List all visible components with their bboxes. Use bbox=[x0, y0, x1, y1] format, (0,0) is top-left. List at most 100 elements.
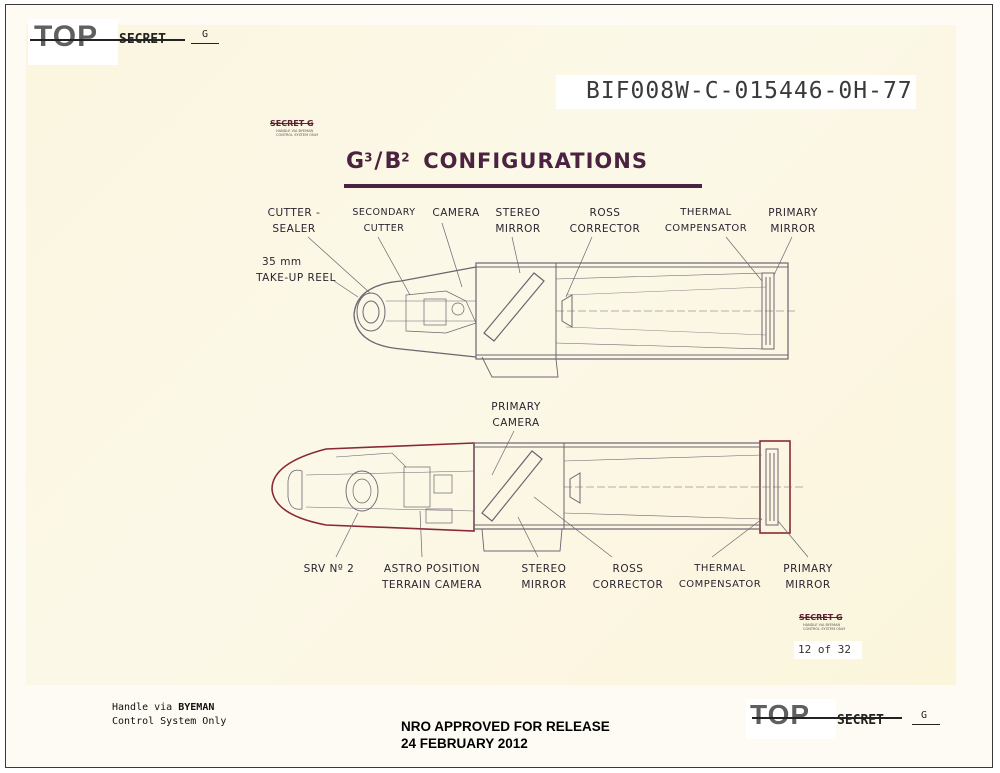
top-ross-corrector bbox=[561, 294, 573, 328]
title-g-exponent: 3 bbox=[364, 150, 373, 165]
bottom-classification-secret-word: SECRET bbox=[837, 713, 884, 728]
label-line: 35 mm bbox=[262, 256, 302, 268]
fineprint-line: HANDLE VIA BYEMAN bbox=[803, 623, 841, 627]
label-line: SRV Nº 2 bbox=[303, 563, 355, 575]
top-barrel bbox=[475, 262, 789, 360]
label-primary-mirror-bottom: PRIMARY MIRROR bbox=[770, 561, 846, 593]
label-ross-corrector-top: ROSS CORRECTOR bbox=[562, 205, 648, 237]
release-statement: NRO APPROVED FOR RELEASE 24 FEBRUARY 201… bbox=[401, 718, 610, 752]
fineprint-line: HANDLE VIA BYEMAN bbox=[276, 129, 314, 133]
top-classification-box bbox=[28, 19, 118, 65]
document-page: TOP SECRET G BIF008W-C-015446-0H-77 SECR… bbox=[5, 4, 993, 768]
title-b-exponent: 2 bbox=[401, 150, 410, 165]
bottom-classification-box bbox=[746, 699, 836, 739]
document-id: BIF008W-C-015446-0H-77 bbox=[586, 78, 913, 104]
label-line: SEALER bbox=[272, 223, 316, 235]
fineprint-line: CONTROL SYSTEM ONLY bbox=[803, 627, 846, 631]
handling-line-2: Control System Only bbox=[112, 716, 227, 727]
label-line: CORRECTOR bbox=[592, 579, 664, 591]
label-line: MIRROR bbox=[495, 223, 541, 235]
small-secret-stamp-bottom: SECRET G bbox=[799, 613, 843, 622]
page-number: 12 of 32 bbox=[798, 643, 851, 656]
handling-prefix: Handle via bbox=[112, 702, 173, 713]
label-line: ROSS bbox=[589, 207, 621, 219]
top-satellite-diagram bbox=[307, 222, 798, 378]
label-line: SECONDARY bbox=[352, 207, 416, 218]
small-stamp-fineprint-top: HANDLE VIA BYEMAN CONTROL SYSTEM ONLY bbox=[276, 129, 336, 137]
takeup-reel bbox=[356, 292, 386, 332]
title-slash: / bbox=[374, 149, 383, 174]
label-secondary-cutter: SECONDARY CUTTER bbox=[344, 205, 424, 237]
srv-nose-outline bbox=[271, 442, 475, 532]
drawing-title: G3/B2 CONFIGURATIONS bbox=[346, 149, 648, 174]
bottom-base-skirt bbox=[481, 528, 563, 552]
top-strike-line bbox=[30, 39, 185, 41]
label-ross-corrector-bottom: ROSS CORRECTOR bbox=[584, 561, 672, 593]
title-b: B bbox=[384, 149, 402, 174]
label-line: CUTTER bbox=[363, 223, 405, 234]
bottom-stereo-mirror bbox=[481, 450, 543, 522]
satellite-drawings bbox=[271, 222, 809, 558]
label-line: COMPENSATOR bbox=[678, 579, 762, 590]
label-line: PRIMARY bbox=[783, 563, 833, 575]
label-primary-mirror-top: PRIMARY MIRROR bbox=[756, 205, 830, 237]
top-classification-top-word: TOP bbox=[34, 20, 99, 53]
label-thermal-compensator-top: THERMAL COMPENSATOR bbox=[656, 205, 756, 237]
title-g: G bbox=[346, 149, 365, 174]
bottom-strike-line bbox=[752, 717, 902, 719]
top-codeword-underline bbox=[191, 43, 219, 44]
label-line: CAMERA bbox=[432, 207, 480, 219]
label-cutter-sealer: CUTTER - SEALER bbox=[254, 205, 334, 237]
label-line: PRIMARY bbox=[768, 207, 818, 219]
label-line: STEREO bbox=[521, 563, 567, 575]
label-line: MIRROR bbox=[770, 223, 816, 235]
release-line-1: NRO APPROVED FOR RELEASE bbox=[401, 719, 610, 734]
top-primary-mirror bbox=[761, 272, 775, 350]
top-classification-codeword: G bbox=[202, 29, 209, 40]
label-line: COMPENSATOR bbox=[664, 223, 748, 234]
label-stereo-mirror-bottom: STEREO MIRROR bbox=[506, 561, 582, 593]
label-srv: SRV Nº 2 bbox=[294, 561, 364, 577]
label-line: ASTRO POSITION bbox=[383, 563, 481, 575]
label-line: ROSS bbox=[612, 563, 644, 575]
small-secret-stamp-top: SECRET G bbox=[270, 119, 314, 128]
label-line: CAMERA bbox=[492, 417, 540, 429]
label-line: MIRROR bbox=[785, 579, 831, 591]
handling-line-1: Handle via BYEMAN bbox=[112, 701, 226, 715]
small-stamp-fineprint-bottom: HANDLE VIA BYEMAN CONTROL SYSTEM ONLY bbox=[803, 623, 863, 631]
bottom-ross-corrector bbox=[569, 472, 581, 504]
srv-capsule bbox=[345, 470, 379, 512]
label-line: TAKE-UP REEL bbox=[256, 272, 336, 284]
bottom-satellite-diagram bbox=[271, 430, 809, 558]
bottom-classification-codeword: G bbox=[921, 710, 928, 721]
document-id-box bbox=[556, 75, 916, 109]
label-line: THERMAL bbox=[680, 207, 732, 218]
top-nose-outline bbox=[353, 266, 477, 358]
title-word: CONFIGURATIONS bbox=[423, 149, 648, 173]
label-line: CORRECTOR bbox=[569, 223, 641, 235]
label-line: STEREO bbox=[495, 207, 541, 219]
top-base-skirt bbox=[481, 356, 559, 378]
top-stereo-mirror bbox=[483, 272, 545, 342]
handling-caveat: Handle via BYEMAN Control System Only bbox=[112, 701, 226, 729]
label-stereo-mirror-top: STEREO MIRROR bbox=[482, 205, 554, 237]
label-line: PRIMARY bbox=[491, 401, 541, 413]
label-line: THERMAL bbox=[694, 563, 746, 574]
bottom-barrel bbox=[473, 442, 761, 530]
title-underline bbox=[344, 184, 702, 188]
bottom-codeword-underline bbox=[912, 724, 940, 725]
label-line: MIRROR bbox=[521, 579, 567, 591]
label-line: CUTTER - bbox=[267, 207, 321, 219]
handling-byeman: BYEMAN bbox=[178, 702, 215, 713]
label-primary-camera: PRIMARY CAMERA bbox=[476, 399, 556, 431]
label-camera-top: CAMERA bbox=[420, 205, 492, 221]
label-thermal-compensator-bottom: THERMAL COMPENSATOR bbox=[670, 561, 770, 593]
label-astro-position: ASTRO POSITION TERRAIN CAMERA bbox=[374, 561, 490, 593]
bottom-classification-top-word: TOP bbox=[750, 699, 811, 730]
label-line: TERRAIN CAMERA bbox=[382, 579, 482, 591]
label-takeup-reel: 35 mm TAKE-UP REEL bbox=[244, 254, 348, 286]
bottom-primary-mirror bbox=[765, 448, 779, 526]
top-classification-secret-word: SECRET bbox=[119, 32, 166, 47]
release-line-2: 24 FEBRUARY 2012 bbox=[401, 736, 528, 751]
fineprint-line: CONTROL SYSTEM ONLY bbox=[276, 133, 319, 137]
